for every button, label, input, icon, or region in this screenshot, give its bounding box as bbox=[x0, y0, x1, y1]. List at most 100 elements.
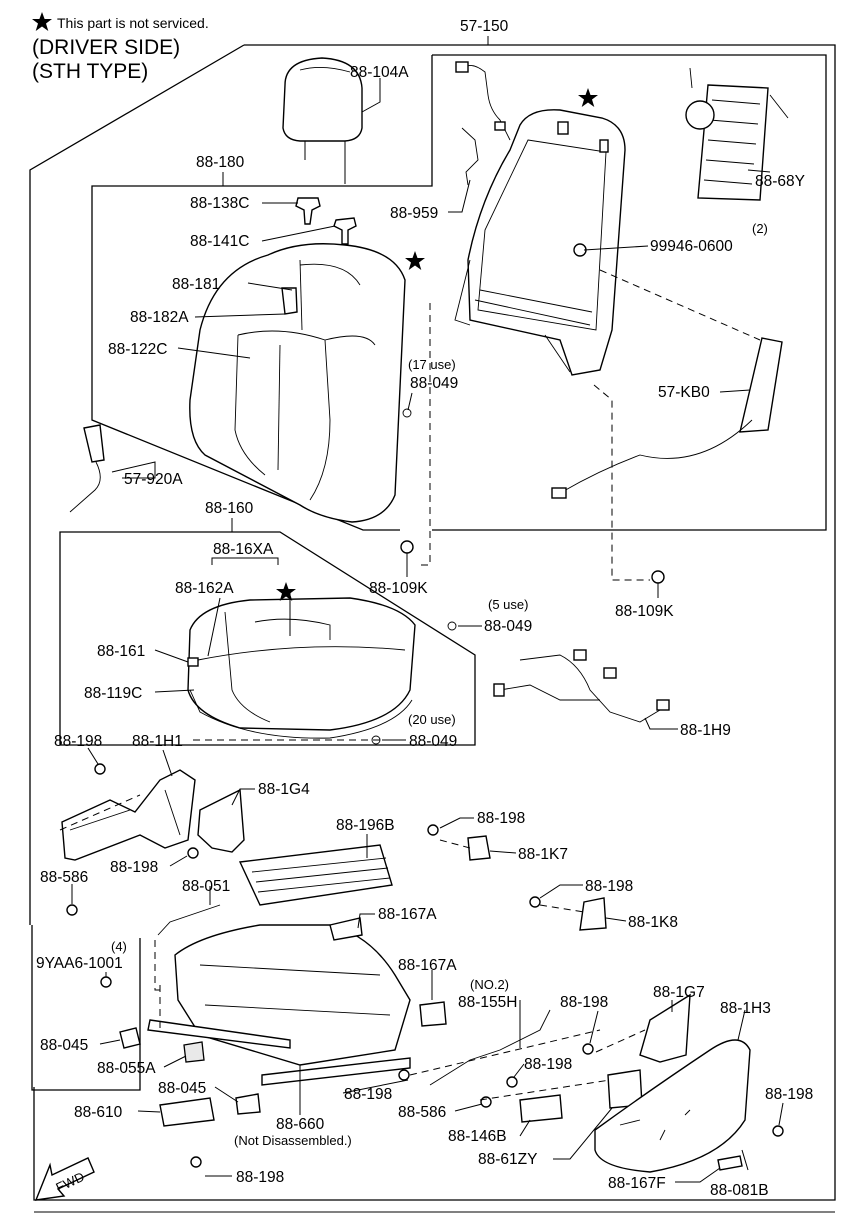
label-88-049-b: 88-049 bbox=[484, 618, 532, 635]
label-88-16XA: 88-16XA bbox=[213, 541, 274, 558]
label-qty-2: (2) bbox=[752, 221, 768, 236]
label-88-1H3: 88-1H3 bbox=[720, 1000, 771, 1017]
label-qty-4: (4) bbox=[111, 939, 127, 954]
label-88-160: 88-160 bbox=[205, 500, 254, 517]
label-88-198-g: 88-198 bbox=[344, 1086, 392, 1103]
label-88-119C: 88-119C bbox=[84, 685, 142, 702]
label-88-045-b: 88-045 bbox=[158, 1080, 206, 1097]
bolt-icon bbox=[772, 1125, 784, 1137]
side-airbag bbox=[551, 337, 783, 499]
label-88-155H: 88-155H bbox=[458, 994, 517, 1011]
side-trim-88-1H1 bbox=[61, 769, 196, 861]
label-88-167A-a: 88-167A bbox=[378, 906, 437, 923]
bolt-icon bbox=[651, 570, 665, 584]
clips bbox=[281, 197, 357, 315]
star-icon bbox=[578, 88, 598, 107]
fwd-arrow-icon: FWD bbox=[34, 1157, 95, 1201]
label-88-198-d: 88-198 bbox=[585, 878, 633, 895]
bolt-icon bbox=[398, 1069, 410, 1081]
label-88-049-a: 88-049 bbox=[410, 375, 458, 392]
label-88-1H1: 88-1H1 bbox=[132, 733, 183, 750]
label-57-920A: 57-920A bbox=[124, 471, 183, 488]
label-88-138C: 88-138C bbox=[190, 195, 249, 212]
label-88-146B: 88-146B bbox=[448, 1128, 507, 1145]
label-88-051: 88-051 bbox=[182, 878, 230, 895]
label-88-198-e: 88-198 bbox=[560, 994, 608, 1011]
label-99946-0600: 99946-0600 bbox=[650, 238, 733, 255]
label-no-2: (NO.2) bbox=[470, 977, 509, 992]
not-serviced-markers bbox=[276, 88, 598, 601]
driver-side-title: (DRIVER SIDE) bbox=[32, 36, 180, 59]
star-icon bbox=[405, 251, 425, 270]
label-88-104A: 88-104A bbox=[350, 64, 409, 81]
clip-icon bbox=[402, 408, 412, 418]
dashed-assembly-lines bbox=[59, 269, 761, 1101]
label-88-198-f: 88-198 bbox=[524, 1056, 572, 1073]
label-88-1K8: 88-1K8 bbox=[628, 914, 678, 931]
bolt-icon bbox=[187, 847, 199, 859]
small-brackets bbox=[467, 835, 607, 931]
module-88-68Y bbox=[685, 67, 789, 201]
label-88-181: 88-181 bbox=[172, 276, 220, 293]
bolt-icon bbox=[582, 1043, 594, 1055]
label-17-use: (17 use) bbox=[408, 357, 456, 372]
label-88-196B: 88-196B bbox=[336, 817, 395, 834]
misc-caps bbox=[119, 1027, 261, 1127]
side-shield-88-1H3 bbox=[594, 1039, 751, 1173]
label-88-055A: 88-055A bbox=[97, 1060, 156, 1077]
spring-mat-88-196B bbox=[238, 844, 393, 906]
part-labels: 57-150 88-104A 88-180 88-138C 88-141C 88… bbox=[36, 18, 813, 1199]
label-88-180: 88-180 bbox=[196, 154, 245, 171]
label-88-1K7: 88-1K7 bbox=[518, 846, 568, 863]
bolts bbox=[66, 408, 784, 1168]
leader-lines bbox=[71, 78, 784, 1183]
label-88-109K-a: 88-109K bbox=[369, 580, 428, 597]
seat-cushion bbox=[187, 597, 416, 739]
bolt-icon bbox=[400, 540, 414, 554]
label-57-150: 57-150 bbox=[460, 18, 509, 35]
cable-88-155H bbox=[429, 1009, 551, 1086]
label-88-049-c: 88-049 bbox=[409, 733, 457, 750]
star-icon bbox=[32, 12, 52, 31]
seat-adjuster bbox=[147, 917, 447, 1086]
star-icon bbox=[276, 582, 296, 601]
label-88-1G4: 88-1G4 bbox=[258, 781, 310, 798]
rod-88-051 bbox=[157, 904, 221, 936]
label-88-959: 88-959 bbox=[390, 205, 438, 222]
bracket-88-1G4 bbox=[197, 788, 245, 853]
bolt-icon bbox=[190, 1156, 202, 1168]
label-88-198-h: 88-198 bbox=[765, 1086, 813, 1103]
label-88-61ZY: 88-61ZY bbox=[478, 1151, 537, 1168]
label-88-198-c: 88-198 bbox=[477, 810, 525, 827]
label-88-167F: 88-167F bbox=[608, 1175, 666, 1192]
bolt-icon bbox=[529, 896, 541, 908]
bolt-icon bbox=[100, 976, 112, 988]
bolt-icon bbox=[506, 1076, 518, 1088]
label-88-198-a: 88-198 bbox=[54, 733, 102, 750]
header: This part is not serviced. (DRIVER SIDE)… bbox=[32, 12, 209, 83]
label-88-660: 88-660 bbox=[276, 1116, 325, 1133]
label-88-141C: 88-141C bbox=[190, 233, 249, 250]
label-88-122C: 88-122C bbox=[108, 341, 167, 358]
label-not-disassembled: (Not Disassembled.) bbox=[234, 1133, 352, 1148]
label-88-1G7: 88-1G7 bbox=[653, 984, 705, 1001]
bolt-icon bbox=[480, 1096, 492, 1108]
seatbelt-buckle bbox=[69, 424, 105, 513]
label-88-68Y: 88-68Y bbox=[755, 173, 805, 190]
label-57-KB0: 57-KB0 bbox=[658, 384, 710, 401]
bracket-88-1G7 bbox=[639, 993, 691, 1063]
bolt-icon bbox=[427, 824, 439, 836]
cushion-harness bbox=[493, 649, 670, 723]
label-88-610: 88-610 bbox=[74, 1104, 123, 1121]
label-88-109K-b: 88-109K bbox=[615, 603, 674, 620]
bolt-icon bbox=[94, 763, 106, 775]
clip-icon bbox=[447, 621, 457, 631]
label-9YAA6-1001: 9YAA6-1001 bbox=[36, 955, 123, 972]
seatback-frame bbox=[454, 109, 626, 376]
label-88-198-i: 88-198 bbox=[236, 1169, 284, 1186]
harness-88-959 bbox=[455, 61, 511, 186]
label-5-use: (5 use) bbox=[488, 597, 528, 612]
label-88-586-b: 88-586 bbox=[398, 1104, 446, 1121]
seatback-cover bbox=[189, 243, 406, 523]
